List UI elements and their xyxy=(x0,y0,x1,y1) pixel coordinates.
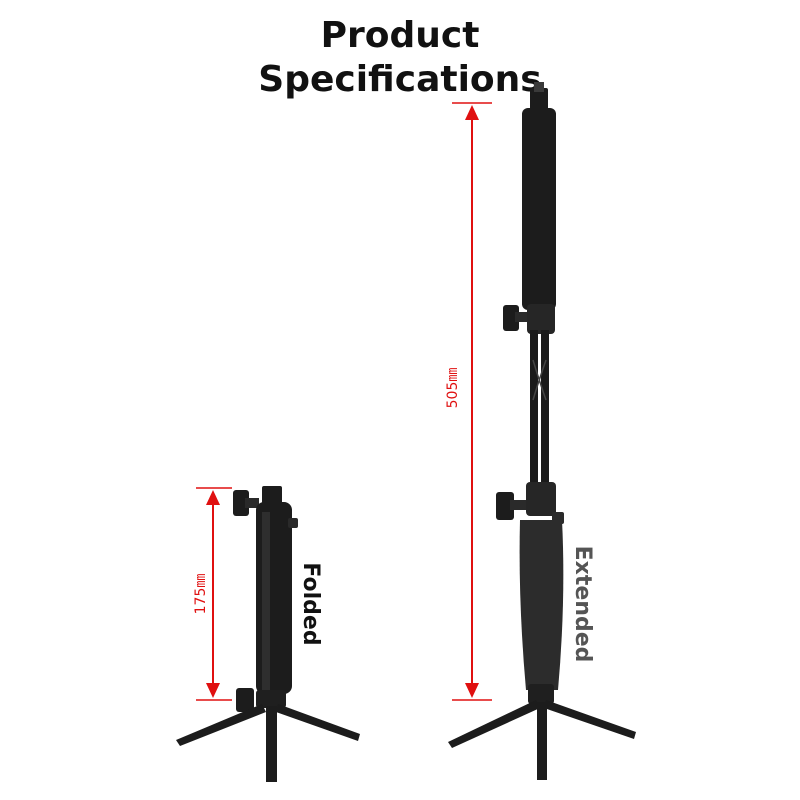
folded-label: Folded xyxy=(298,562,323,645)
extended-selfie-stick xyxy=(448,82,636,780)
extended-middle-rod-left xyxy=(530,330,538,490)
extended-middle-rod-right xyxy=(541,330,549,490)
extended-upper-tube xyxy=(522,108,556,310)
extended-dimension: 505㎜ xyxy=(445,102,492,701)
folded-dimension: 175㎜ xyxy=(193,487,232,701)
extended-dimension-arrow-down xyxy=(465,683,479,698)
folded-dimension-arrow-up xyxy=(206,490,220,505)
folded-lower-knob xyxy=(236,688,254,712)
folded-tripod-leg-front xyxy=(266,706,277,782)
folded-top-mount xyxy=(262,486,282,506)
extended-tripod-leg-left xyxy=(448,700,540,748)
folded-body xyxy=(256,502,292,694)
folded-selfie-stick xyxy=(176,486,360,782)
folded-dimension-arrow-down xyxy=(206,683,220,698)
extended-grip xyxy=(519,520,564,690)
extended-tripod-leg-front xyxy=(537,702,547,780)
extended-top-mount xyxy=(530,88,548,112)
extended-upper-knob xyxy=(503,305,519,331)
extended-dimension-label: 505㎜ xyxy=(445,368,461,409)
folded-tripod-leg-right xyxy=(276,704,360,741)
extended-label: Extended xyxy=(570,546,595,663)
folded-dimension-label: 175㎜ xyxy=(193,574,209,615)
extended-tripod-leg-right xyxy=(544,700,636,739)
title-line-2: Specifications xyxy=(258,59,542,100)
page-title: Product Specifications xyxy=(0,14,800,102)
folded-upper-knob xyxy=(233,490,249,516)
extended-lower-knob xyxy=(496,492,514,520)
extended-dimension-arrow-up xyxy=(465,105,479,120)
title-line-1: Product xyxy=(320,15,480,56)
folded-tripod-leg-left xyxy=(176,704,266,746)
